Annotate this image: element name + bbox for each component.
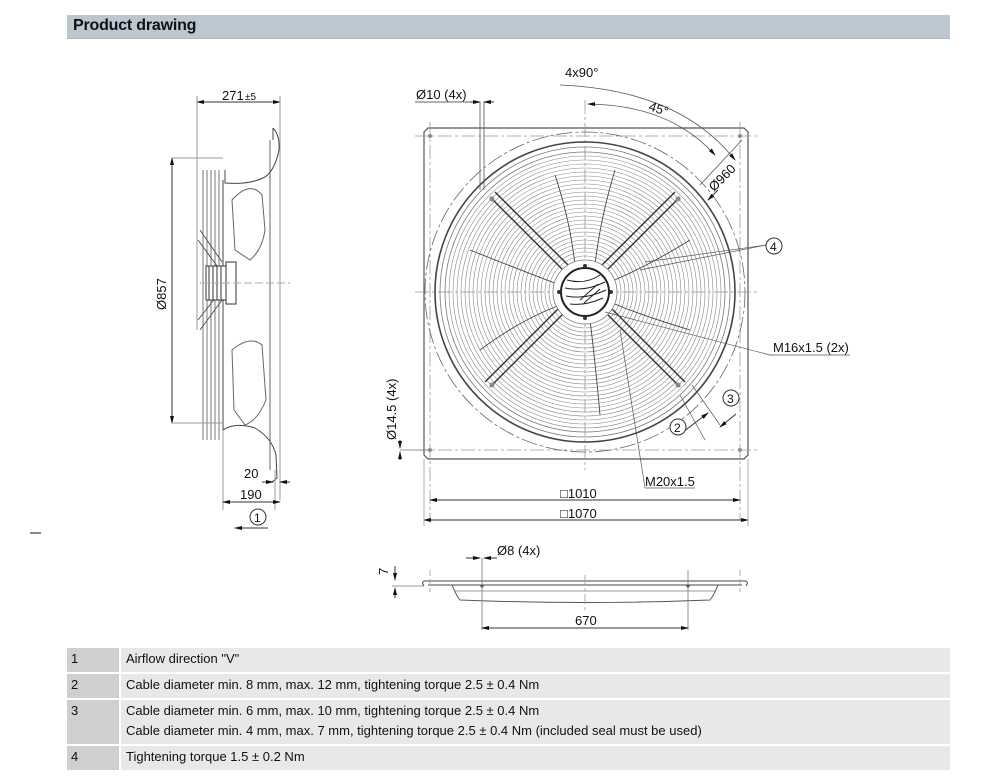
legend-number: 3 <box>67 700 119 744</box>
grille-ring <box>472 179 698 405</box>
callout-4-label: 4 <box>770 240 777 254</box>
height-7-label: 7 <box>376 568 391 575</box>
legend-text: Cable diameter min. 8 mm, max. 12 mm, ti… <box>126 677 540 692</box>
grille-ring <box>520 227 650 357</box>
legend-row: 1 Airflow direction "V" <box>67 648 950 672</box>
legend-text: Cable diameter min. 4 mm, max. 7 mm, tig… <box>126 723 702 738</box>
dim-20-label: 20 <box>244 466 258 481</box>
grille-ring <box>496 203 674 381</box>
callout-circle-1 <box>249 508 267 526</box>
grille-ring <box>464 171 706 413</box>
grille-ring <box>516 223 654 361</box>
callout-3-label: 3 <box>727 392 734 406</box>
grille-ring <box>452 159 718 425</box>
mounting-plate <box>423 127 749 460</box>
side-view <box>170 96 290 530</box>
grille-ring <box>456 163 714 421</box>
angle-4x90-label: 4x90° <box>565 65 598 80</box>
grille-ring <box>460 167 710 417</box>
section-header: Product drawing <box>67 15 950 39</box>
grille-ring <box>468 175 702 409</box>
grille-ring <box>524 231 646 353</box>
grille-ring <box>480 187 690 397</box>
grille-ring <box>512 219 658 365</box>
grille-ring <box>528 235 642 349</box>
legend-row: 3 Cable diameter min. 6 mm, max. 10 mm, … <box>67 700 950 744</box>
diameter-960-label: Ø960 <box>706 161 739 194</box>
legend-number: 1 <box>67 648 119 672</box>
dim-190-label: 190 <box>240 487 262 502</box>
grille-ring <box>544 251 626 333</box>
legend-number: 2 <box>67 674 119 698</box>
legend-text: Tightening torque 1.5 ± 0.2 Nm <box>126 749 305 764</box>
square-1070-label: □1070 <box>560 506 597 521</box>
legend-number: 4 <box>67 746 119 770</box>
grille-ring <box>484 191 686 393</box>
width-670-label: 670 <box>575 613 597 628</box>
legend-text: Airflow direction "V" <box>126 651 240 666</box>
angle-45-label: 45° <box>647 99 670 119</box>
grille-ring <box>540 247 630 337</box>
product-drawing: 271 ±5 Ø857 20 190 1 <box>154 65 850 630</box>
grille-ring <box>508 215 662 369</box>
slot-14-5-label: Ø14.5 (4x) <box>384 379 399 440</box>
hole-8-label: Ø8 (4x) <box>497 543 540 558</box>
grille-ring <box>536 243 634 341</box>
diameter-857-label: Ø857 <box>154 278 169 310</box>
grille-ring <box>548 255 622 329</box>
square-1010-label: □1010 <box>560 486 597 501</box>
grille-ring <box>500 207 670 377</box>
legend-table: 1 Airflow direction "V" 2 Cable diameter… <box>67 648 950 772</box>
callout-1-label: 1 <box>254 511 261 525</box>
depth-label: 271 <box>222 88 244 103</box>
stray-mark <box>30 532 41 534</box>
grille-ring <box>492 199 678 385</box>
grille-ring <box>504 211 666 373</box>
callout-2-label: 2 <box>674 421 681 435</box>
grille-ring <box>488 195 682 389</box>
depth-tolerance: ±5 <box>245 92 256 103</box>
section-title: Product drawing <box>73 17 197 34</box>
grille-ring <box>532 239 638 345</box>
legend-row: 4 Tightening torque 1.5 ± 0.2 Nm <box>67 746 950 770</box>
grille-ring <box>448 155 722 429</box>
thread-m20-label: M20x1.5 <box>645 474 695 489</box>
legend-text: Cable diameter min. 6 mm, max. 10 mm, ti… <box>126 703 540 718</box>
legend-row: 2 Cable diameter min. 8 mm, max. 12 mm, … <box>67 674 950 698</box>
hole-10-label: Ø10 (4x) <box>416 87 467 102</box>
bottom-view <box>392 556 748 630</box>
thread-m16-label: M16x1.5 (2x) <box>773 340 849 355</box>
front-view <box>398 84 850 526</box>
grille-ring <box>476 183 694 401</box>
